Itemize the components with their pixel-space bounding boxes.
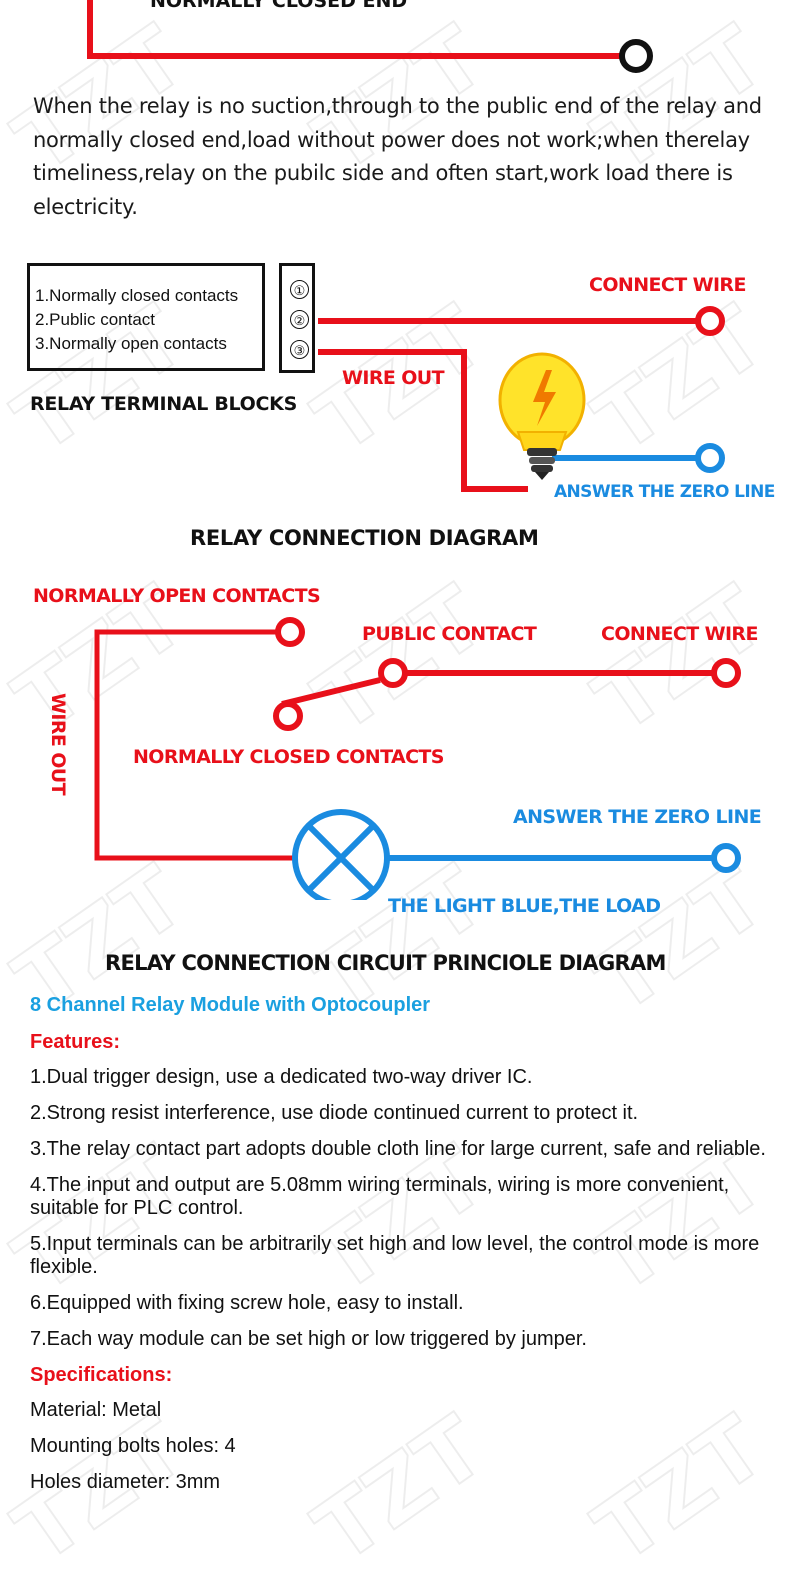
feature-item: 2.Strong resist interference, use diode … (30, 1102, 639, 1124)
zero-line-label-2: ANSWER THE ZERO LINE (513, 806, 762, 828)
relay-connection-diagram-title: RELAY CONNECTION DIAGRAM (190, 526, 539, 550)
specifications-heading: Specifications: (30, 1364, 173, 1386)
relay-terminal-blocks-caption: RELAY TERMINAL BLOCKS (30, 393, 297, 415)
switch-arm (281, 677, 381, 707)
bulb-icon (498, 352, 586, 480)
intro-paragraph: When the relay is no suction,through to … (33, 94, 762, 219)
wire-out-loop (94, 629, 294, 861)
terminal-number-3: ③ (290, 340, 309, 359)
feature-item: 4.The input and output are 5.08mm wiring… (30, 1174, 730, 1219)
terminal-item-3: 3.Normally open contacts (35, 334, 227, 353)
connect-wire-terminal-2 (711, 658, 741, 688)
normally-closed-label: NORMALLY CLOSED CONTACTS (133, 746, 444, 768)
terminal-number-box (279, 263, 315, 373)
circuit-principle-diagram (94, 617, 741, 900)
features-heading: Features: (30, 1031, 121, 1053)
wire-out-line (318, 349, 528, 492)
terminal-item-2: 2.Public contact (35, 310, 156, 329)
feature-item: 7.Each way module can be set high or low… (30, 1328, 587, 1350)
terminal-list-box: 1.Normally closed contacts 2.Public cont… (27, 263, 265, 371)
connect-wire-label-2: CONNECT WIRE (601, 623, 758, 645)
terminal-item-1: 1.Normally closed contacts (35, 286, 239, 305)
normally-open-label: NORMALLY OPEN CONTACTS (33, 585, 321, 607)
product-title: 8 Channel Relay Module with Optocoupler (30, 994, 431, 1016)
terminal-number-1: ① (290, 280, 309, 299)
feature-item: 3.The relay contact part adopts double c… (30, 1138, 766, 1160)
normally-closed-end-title: NORMALLY CLOSED END (150, 0, 408, 12)
circuit-principle-title: RELAY CONNECTION CIRCUIT PRINCIOLE DIAGR… (105, 951, 666, 975)
normally-closed-terminal (273, 701, 303, 731)
top-terminal-circle (619, 39, 653, 73)
product-description: 8 Channel Relay Module with Optocoupler … (30, 994, 770, 1507)
top-circuit (87, 0, 653, 73)
top-red-wire (87, 0, 620, 59)
spec-item: Holes diameter: 3mm (30, 1471, 221, 1493)
public-contact-label: PUBLIC CONTACT (362, 623, 537, 645)
zero-line-terminal (695, 443, 725, 473)
zero-line-terminal-2 (711, 843, 741, 873)
spec-item: Material: Metal (30, 1399, 162, 1421)
feature-item: 1.Dual trigger design, use a dedicated t… (30, 1066, 533, 1088)
wire-out-label: WIRE OUT (342, 367, 445, 389)
connect-wire-label: CONNECT WIRE (589, 274, 746, 296)
lamp-icon (292, 809, 390, 900)
connection-diagram (318, 306, 725, 492)
normally-open-terminal (275, 617, 305, 647)
feature-item: 6.Equipped with fixing screw hole, easy … (30, 1292, 464, 1314)
load-label: THE LIGHT BLUE,THE LOAD (388, 895, 661, 917)
public-contact-terminal (378, 658, 408, 688)
spec-item: Mounting bolts holes: 4 (30, 1435, 236, 1457)
terminal-number-2: ② (290, 310, 309, 329)
feature-item: 5.Input terminals can be arbitrarily set… (30, 1233, 760, 1278)
zero-line-label: ANSWER THE ZERO LINE (554, 482, 775, 502)
connect-wire-terminal (695, 306, 725, 336)
